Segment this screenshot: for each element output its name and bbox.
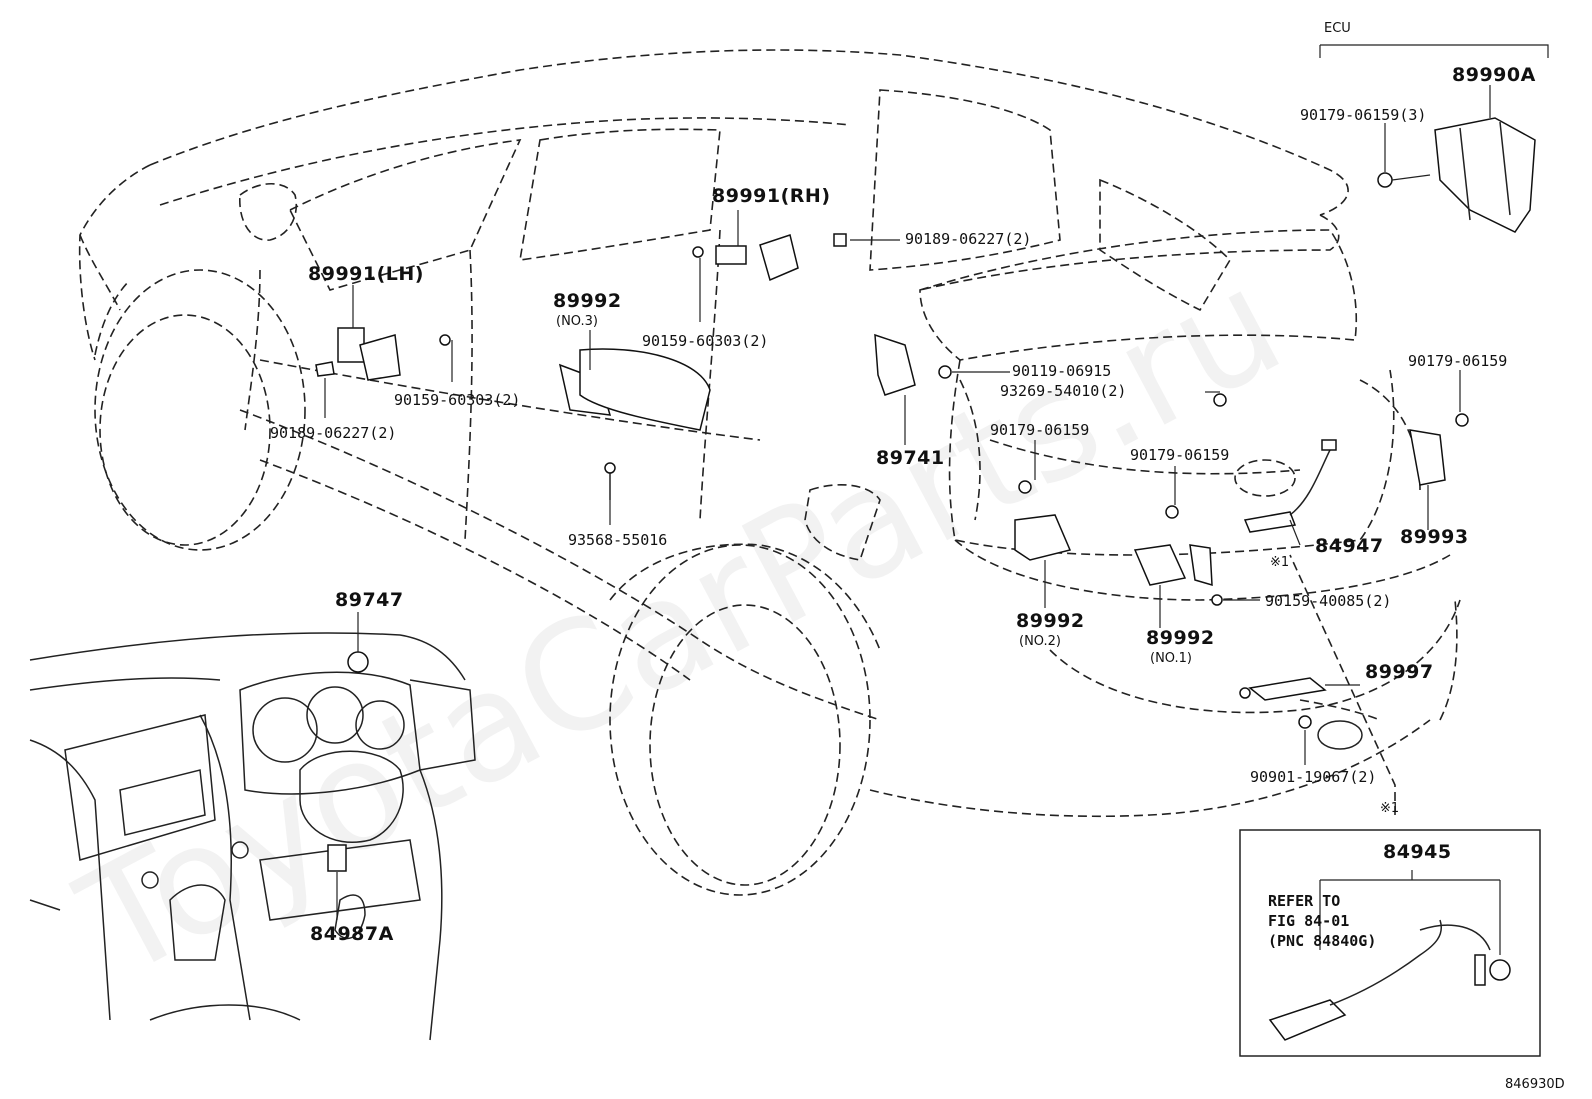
- clip-lh-shape: [315, 361, 335, 377]
- parts: [315, 117, 1536, 872]
- label-90189-06227-2-lh: 90189-06227(2): [270, 424, 396, 442]
- ecu-89990a-shape: [1434, 117, 1536, 233]
- sensor-89997-shape: [1248, 677, 1327, 701]
- label-84945: 84945: [1383, 841, 1452, 863]
- label-90189-06227-2-rh: 90189-06227(2): [905, 230, 1031, 248]
- label-89992-no3: 89992: [553, 290, 622, 312]
- label-90179-06159-center: 90179-06159: [1130, 446, 1229, 464]
- label-90159-60303-2-lh: 90159-60303(2): [394, 391, 520, 409]
- figure-number: 846930D: [1505, 1077, 1565, 1092]
- label-no2: (NO.2): [1019, 634, 1061, 649]
- label-84987a: 84987A: [310, 923, 394, 945]
- label-90901-19067-2: 90901-19067(2): [1250, 768, 1376, 786]
- label-89991-rh: 89991(RH): [712, 185, 831, 207]
- module-no2-shape: [1014, 514, 1072, 561]
- label-89747: 89747: [335, 589, 404, 611]
- label-90179-06159-3: 90179-06159(3): [1300, 106, 1426, 124]
- label-no3: (NO.3): [556, 314, 598, 329]
- nut-icon: [1377, 172, 1393, 188]
- refer-line-1: REFER TO: [1268, 892, 1340, 910]
- label-89741: 89741: [876, 447, 945, 469]
- label-89997: 89997: [1365, 661, 1434, 683]
- refer-line-2: FIG 84-01: [1268, 912, 1349, 930]
- label-90179-06159-right: 90179-06159: [1408, 352, 1507, 370]
- module-no1-shape: [1133, 544, 1187, 586]
- clip-rh-shape: [833, 233, 847, 247]
- label-93568-55016: 93568-55016: [568, 531, 667, 549]
- switch-84987a-shape: [327, 844, 347, 872]
- vehicle-outline: [78, 49, 1461, 896]
- label-89991-lh: 89991(LH): [308, 263, 424, 285]
- label-84947: 84947: [1315, 535, 1384, 557]
- label-90179-06159-mid: 90179-06159: [990, 421, 1089, 439]
- switch-84947-shape: [1243, 511, 1297, 533]
- handle-84945-shape: [1268, 999, 1347, 1041]
- labels: ECU 89990A 90179-06159(3) 89991(RH) 9018…: [270, 21, 1565, 1092]
- label-90159-40085-2: 90159-40085(2): [1265, 592, 1391, 610]
- label-93269-54010-2: 93269-54010(2): [1000, 382, 1126, 400]
- label-90159-60303-2-rh: 90159-60303(2): [642, 332, 768, 350]
- watermark: ToyotaCarParts.ru: [54, 236, 1308, 1013]
- inset-note-mark: ※1: [1380, 801, 1399, 816]
- label-note1: ※1: [1270, 555, 1289, 570]
- section-label-ecu: ECU: [1324, 21, 1351, 36]
- bolt-icon-2: [439, 334, 451, 346]
- refer-line-3: (PNC 84840G): [1268, 932, 1376, 950]
- module-89741-shape: [874, 333, 916, 396]
- label-89993: 89993: [1400, 526, 1469, 548]
- inset-84945: [1239, 829, 1541, 1057]
- module-89993-shape: [1409, 429, 1446, 486]
- leader-lines: [324, 44, 1549, 955]
- label-90119-06915: 90119-06915: [1012, 362, 1111, 380]
- label-89990a: 89990A: [1452, 64, 1536, 86]
- label-89992-no2: 89992: [1016, 610, 1085, 632]
- dashboard-outline: [29, 632, 476, 1041]
- bolt-icon: [692, 246, 704, 258]
- connector-84945-icon: [1489, 959, 1511, 981]
- bracket-rh-shape: [715, 245, 747, 265]
- label-89992-no1: 89992: [1146, 627, 1215, 649]
- label-no1: (NO.1): [1150, 651, 1192, 666]
- sensor-89747-shape: [347, 651, 369, 673]
